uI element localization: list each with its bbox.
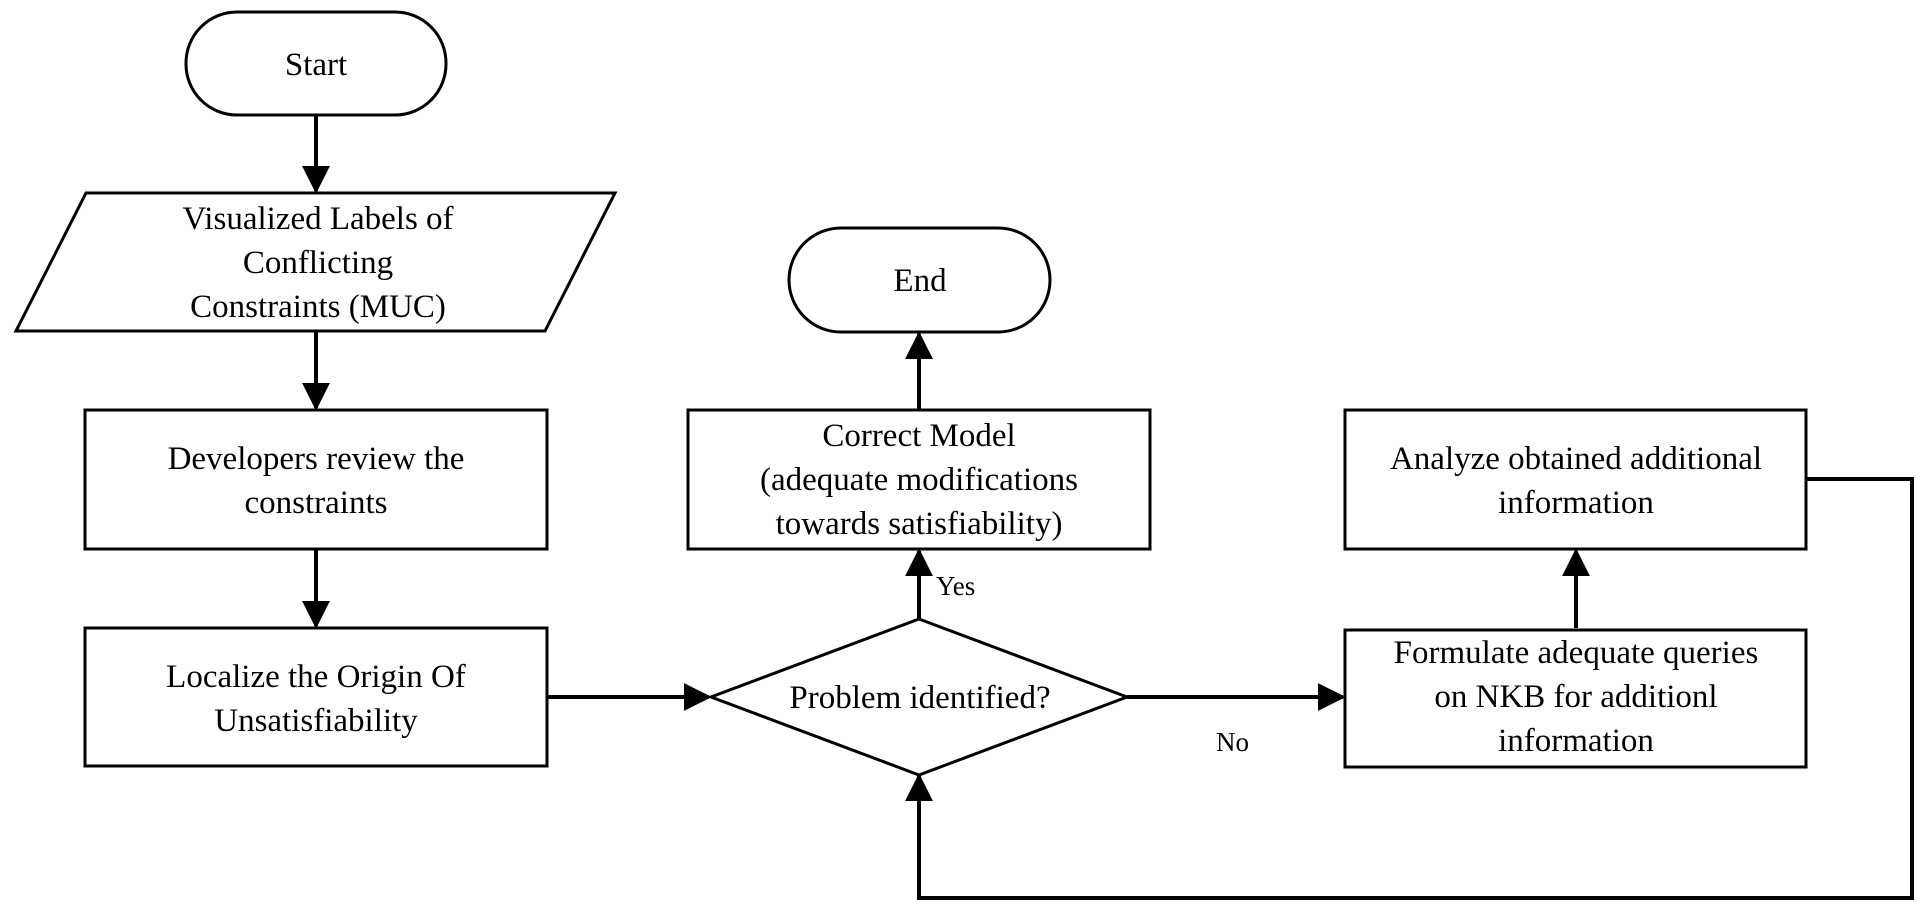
review-constraints-label-line-1: Developers review the bbox=[168, 441, 465, 477]
review-constraints-shape bbox=[83, 408, 549, 551]
analyze-info-process: Analyze obtained additional information bbox=[1343, 408, 1808, 551]
correct-model-label-line-3: towards satisfiability) bbox=[776, 506, 1063, 542]
problem-identified-label-line-1: Problem identified? bbox=[789, 680, 1050, 716]
review-constraints-label-line-2: constraints bbox=[245, 485, 388, 521]
no-edge-label: No bbox=[1216, 727, 1249, 757]
localize-origin-shape bbox=[83, 626, 549, 768]
problem-identified-shape bbox=[706, 617, 1132, 777]
formulate-queries-label-line-2: on NKB for additionl bbox=[1434, 679, 1717, 715]
localize-origin-process: Localize the Origin Of Unsatisfiability bbox=[83, 626, 549, 768]
analyze-info-shape bbox=[1343, 408, 1808, 551]
edge-analyze-loop-back-to-decision bbox=[905, 477, 1914, 900]
localize-origin-label-line-2: Unsatisfiability bbox=[214, 703, 418, 739]
review-constraints-label: Developers review the constraints bbox=[168, 441, 465, 521]
formulate-queries-label: Formulate adequate queries on NKB for add… bbox=[1394, 635, 1759, 759]
formulate-queries-process: Formulate adequate queries on NKB for add… bbox=[1343, 628, 1808, 769]
end-terminator: End bbox=[787, 226, 1052, 334]
correct-model-shape bbox=[686, 408, 1152, 551]
visualized-labels-shape bbox=[13, 191, 618, 333]
localize-origin-label: Localize the Origin Of Unsatisfiability bbox=[166, 659, 466, 739]
start-label: Start bbox=[285, 47, 347, 83]
visualized-labels-label-line-3: Constraints (MUC) bbox=[190, 289, 446, 325]
visualized-labels-label-line-2: Conflicting bbox=[243, 245, 393, 281]
yes-edge-label: Yes bbox=[936, 571, 975, 601]
correct-model-process: Correct Model (adequate modifications towa… bbox=[686, 408, 1152, 551]
formulate-queries-label-line-3: information bbox=[1498, 723, 1654, 759]
correct-model-label: Correct Model (adequate modifications towa… bbox=[760, 418, 1078, 542]
review-constraints-process: Developers review the constraints bbox=[83, 408, 549, 551]
visualized-labels-label-line-1: Visualized Labels of bbox=[182, 201, 453, 237]
edges bbox=[302, 116, 1914, 900]
formulate-queries-shape bbox=[1343, 628, 1808, 769]
correct-model-label-line-1: Correct Model bbox=[822, 418, 1015, 454]
problem-identified-decision: Problem identified? bbox=[706, 617, 1132, 777]
end-label: End bbox=[893, 263, 947, 299]
formulate-queries-label-line-1: Formulate adequate queries bbox=[1394, 635, 1759, 671]
analyze-info-label-line-2: information bbox=[1498, 485, 1654, 521]
problem-identified-label: Problem identified? bbox=[789, 680, 1050, 716]
localize-origin-label-line-1: Localize the Origin Of bbox=[166, 659, 466, 695]
analyze-info-label-line-1: Analyze obtained additional bbox=[1390, 441, 1762, 477]
start-shape bbox=[184, 10, 448, 117]
start-label-line-1: Start bbox=[285, 47, 347, 83]
end-shape bbox=[787, 226, 1052, 334]
end-label-line-1: End bbox=[893, 263, 947, 299]
start-terminator: Start bbox=[184, 10, 448, 117]
analyze-info-label: Analyze obtained additional information bbox=[1390, 441, 1762, 521]
correct-model-label-line-2: (adequate modifications bbox=[760, 462, 1078, 498]
